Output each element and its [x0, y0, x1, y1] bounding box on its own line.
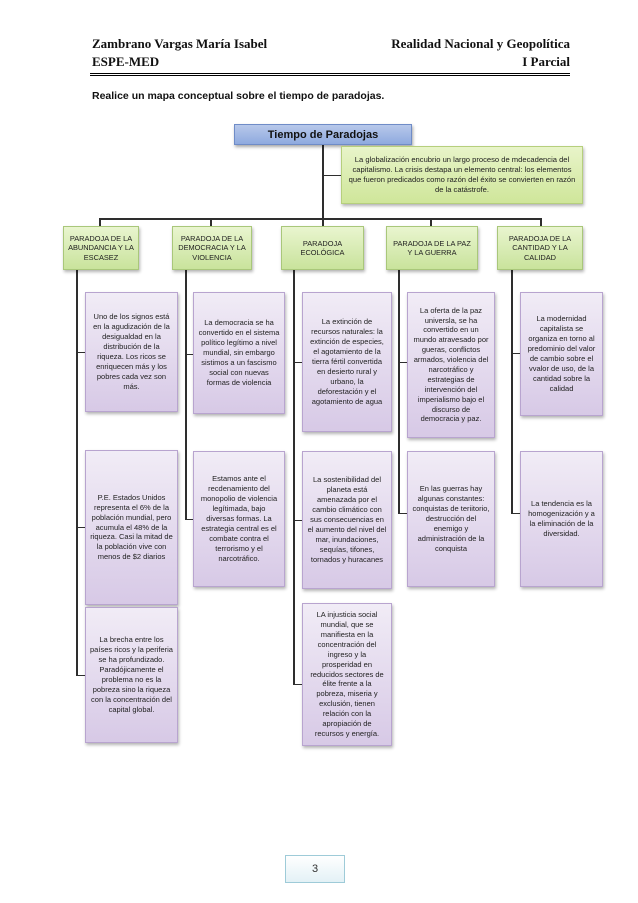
col3-branch-3: [293, 684, 302, 685]
map-title: Tiempo de Paradojas: [234, 124, 412, 145]
leaf-paz-guerra-2: En las guerras hay algunas constantes: c…: [407, 451, 495, 587]
col2-spine: [185, 270, 187, 520]
connector-trunk: [322, 145, 324, 219]
category-democracia: PARADOJA DE LA DEMOCRACIA Y LA VIOLENCIA: [172, 226, 252, 270]
col4-spine: [398, 270, 400, 514]
leaf-democracia-2: Estamos ante el recdenamiento del monopo…: [193, 451, 285, 587]
header-author: Zambrano Vargas María Isabel: [92, 36, 268, 51]
col5-branch-2: [511, 513, 520, 514]
header-course: Realidad Nacional y Geopolítica: [391, 36, 570, 51]
col2-branch-1: [185, 354, 193, 355]
leaf-abundancia-3: La brecha entre los países ricos y la pe…: [85, 607, 178, 743]
leaf-abundancia-2: P.E. Estados Unidos representa el 6% de …: [85, 450, 178, 605]
connector-drop-5: [540, 218, 542, 226]
category-ecologica: PARADOJA ECOLÓGICA: [281, 226, 364, 270]
col2-branch-2: [185, 519, 193, 520]
category-paz-guerra: PARADOJA DE LA PAZ Y LA GUERRA: [386, 226, 478, 270]
connector-drop-3: [322, 218, 324, 226]
connector-drop-2: [210, 218, 212, 226]
col4-branch-1: [398, 362, 407, 363]
col1-spine: [76, 270, 78, 676]
category-abundancia: PARADOJA DE LA ABUNDANCIA Y LA ESCASEZ: [63, 226, 139, 270]
category-cantidad-calidad: PARADOJA DE LA CANTIDAD Y LA CALIDAD: [497, 226, 583, 270]
col3-branch-1: [293, 362, 302, 363]
leaf-abundancia-1: Uno de los signos está en la agudización…: [85, 292, 178, 412]
map-note: La globalización encubrio un largo proce…: [341, 146, 583, 204]
header-rule-top: [90, 73, 570, 74]
header-institution: ESPE-MED: [92, 54, 160, 69]
connector-drop-4: [430, 218, 432, 226]
instruction-text: Realice un mapa conceptual sobre el tiem…: [92, 90, 385, 102]
page-number: 3: [285, 855, 345, 883]
col4-branch-2: [398, 513, 407, 514]
header-rule-bottom: [90, 75, 570, 76]
leaf-ecologica-3: LA injusticia social mundial, que se man…: [302, 603, 392, 746]
col1-branch-1: [76, 352, 85, 353]
leaf-cantidad-calidad-1: La modernidad capitalista se organiza en…: [520, 292, 603, 416]
col3-spine: [293, 270, 295, 685]
connector-drop-1: [99, 218, 101, 226]
leaf-ecologica-2: La sostenibilidad del planeta está amena…: [302, 451, 392, 589]
leaf-paz-guerra-1: La oferta de la paz universla, se ha con…: [407, 292, 495, 438]
col5-spine: [511, 270, 513, 514]
connector-note: [322, 175, 341, 176]
col5-branch-1: [511, 353, 520, 354]
col1-branch-3: [76, 675, 85, 676]
leaf-ecologica-1: La extinción de recursos naturales: la e…: [302, 292, 392, 432]
col1-branch-2: [76, 527, 85, 528]
col3-branch-2: [293, 520, 302, 521]
leaf-democracia-1: La democracia se ha convertido en el sis…: [193, 292, 285, 414]
header-partial: I Parcial: [522, 54, 570, 69]
connector-horizontal: [99, 218, 541, 220]
leaf-cantidad-calidad-2: La tendencia es la homogenización y a la…: [520, 451, 603, 587]
